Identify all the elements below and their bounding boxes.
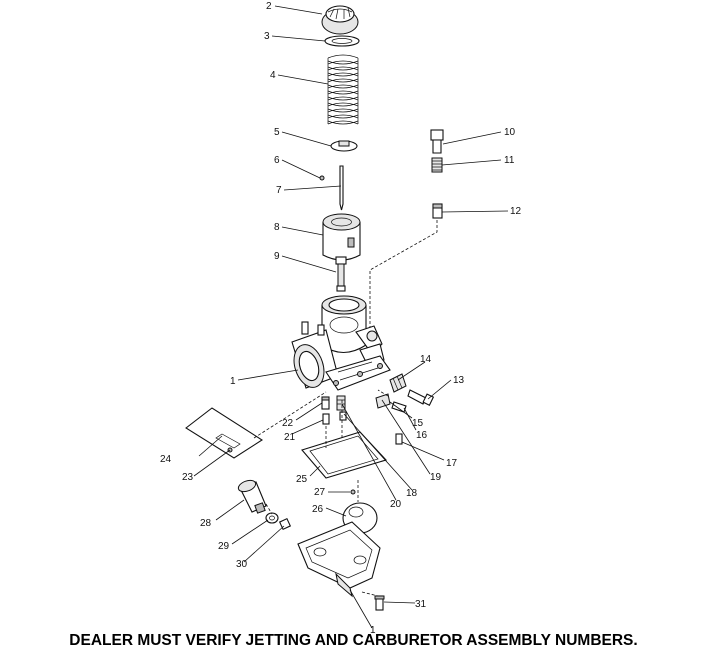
cable-dashed-line (369, 220, 438, 330)
callout-16: 16 (416, 430, 428, 441)
callout-29: 29 (218, 541, 230, 552)
callout-18: 18 (406, 488, 418, 499)
callout-13: 13 (453, 375, 465, 386)
callout-19: 19 (430, 472, 442, 483)
part-3-washer (324, 35, 360, 47)
part-1-carburetor-body (291, 295, 391, 391)
part-17-drain-screw (395, 433, 403, 445)
callout-20: 20 (390, 499, 402, 510)
part-23-24-gasket-plate (185, 407, 264, 459)
callout-5: 5 (274, 127, 280, 138)
part-8-throttle-slide (322, 213, 361, 261)
part-31-bowl-screw (374, 595, 385, 611)
float-bowl (297, 521, 381, 598)
callout-15: 15 (412, 418, 424, 429)
part-11-adjuster-spring (431, 157, 443, 173)
callout-26: 26 (312, 504, 324, 515)
part-2-cap (321, 5, 359, 35)
callout-28: 28 (200, 518, 212, 529)
callout-27: 27 (314, 487, 326, 498)
part-22-pilot-jet (321, 396, 330, 410)
callout-22: 22 (282, 418, 294, 429)
part-30-bowl-jet (278, 517, 292, 531)
callout-25: 25 (296, 474, 308, 485)
part-7-needle (339, 165, 344, 211)
part-18-main-jet (339, 411, 347, 421)
callout-23: 23 (182, 472, 194, 483)
part-29-washer (265, 512, 279, 524)
callout-10: 10 (504, 127, 516, 138)
dealer-note: DEALER MUST VERIFY JETTING AND CARBURETO… (69, 632, 638, 649)
part-14-idle-screw-spring (389, 373, 407, 393)
callout-14: 14 (420, 354, 432, 365)
callout-31: 31 (415, 599, 427, 610)
callout-17: 17 (446, 458, 458, 469)
leader-lines (193, 5, 509, 629)
callout-1: 1 (230, 376, 236, 387)
callout-2: 2 (266, 1, 272, 12)
callout-8: 8 (274, 222, 280, 233)
part-12-adjuster-nut (432, 203, 443, 219)
part-27-float-pin (350, 489, 356, 495)
part-10-adjuster-cap (430, 129, 444, 154)
callout-labels: 2 3 4 5 6 7 8 9 10 11 12 1 13 14 15 16 1… (160, 1, 522, 636)
part-16-pilot-screw (391, 401, 407, 413)
callout-4: 4 (270, 70, 276, 81)
part-20-main-jet-holder (336, 395, 346, 411)
part-6-clip (319, 175, 325, 181)
dashed-assembly-lines (253, 389, 389, 597)
part-4-spring (327, 54, 359, 125)
callout-24: 24 (160, 454, 172, 465)
callout-1-bottom: 1 (370, 625, 376, 636)
callout-11: 11 (504, 155, 515, 166)
callout-9: 9 (274, 251, 280, 262)
callout-3: 3 (264, 31, 270, 42)
part-28-float-bowl-plug (237, 479, 267, 514)
part-9-jet-needle (335, 256, 347, 292)
callout-6: 6 (274, 155, 280, 166)
part-21-needle-jet (322, 413, 330, 425)
callout-7: 7 (276, 185, 282, 196)
part-5-seat (330, 140, 358, 152)
part-25-float-bowl-gasket (301, 431, 388, 479)
callout-30: 30 (236, 559, 248, 570)
callout-21: 21 (284, 432, 296, 443)
callout-12: 12 (510, 206, 522, 217)
